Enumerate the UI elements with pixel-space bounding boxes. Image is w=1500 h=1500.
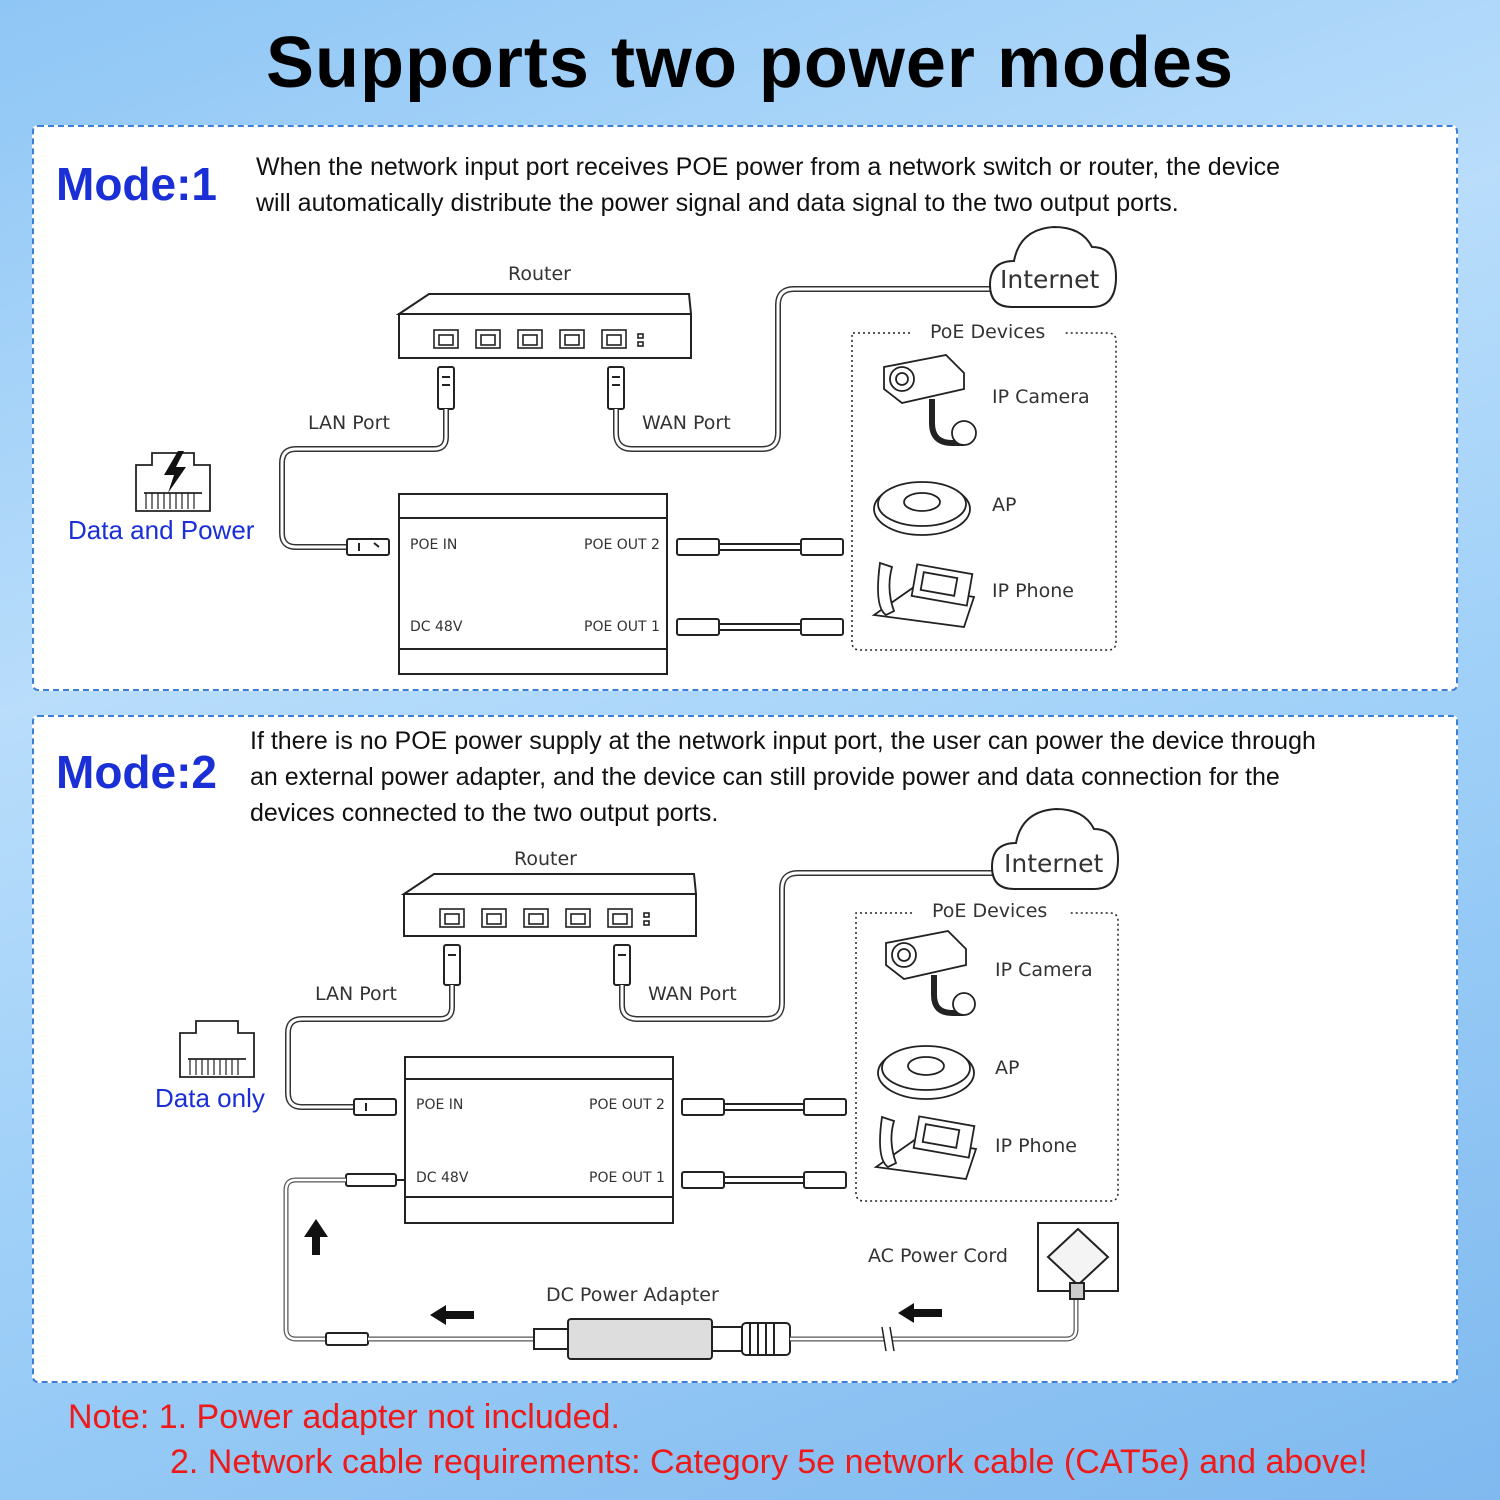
note-line-1: Note: 1. Power adapter not included. [68, 1398, 620, 1436]
internet-label: Internet [1004, 849, 1104, 878]
mode1-heading: Mode:1 [56, 158, 217, 210]
mode1-panel: Mode:1 When the network input port recei… [32, 125, 1458, 691]
lan-port-label: LAN Port [315, 983, 397, 1005]
mode1-description: When the network input port receives POE… [256, 149, 1280, 221]
ip-camera-icon [885, 930, 976, 1016]
poe-in-label: POE IN [416, 1097, 464, 1113]
ip-camera-icon [883, 354, 977, 446]
wan-port-label: WAN Port [642, 412, 731, 434]
poe-out-2-label: POE OUT 2 [584, 537, 660, 553]
ap-label: AP [995, 1057, 1020, 1079]
mode1-description-line: will automatically distribute the power … [256, 189, 1179, 217]
poe-devices-label: PoE Devices [926, 900, 1054, 922]
wan-port-label: WAN Port [648, 983, 737, 1005]
router-icon [400, 873, 698, 937]
cloud-icon [990, 807, 1120, 890]
wan-plug-icon [613, 944, 631, 986]
wan-plug-icon [607, 366, 625, 410]
mode2-heading: Mode:2 [56, 746, 217, 798]
poe-out-1-label: POE OUT 1 [584, 619, 660, 635]
data-and-power-label: Data and Power [68, 515, 255, 545]
poe-out1-cable [676, 618, 844, 636]
dc-48v-label: DC 48V [410, 619, 463, 635]
ip-phone-label: IP Phone [995, 1135, 1077, 1157]
note-line-2: 2. Network cable requirements: Category … [170, 1443, 1368, 1481]
mode2-description: If there is no POE power supply at the n… [250, 723, 1316, 831]
poe-out-1-label: POE OUT 1 [589, 1170, 665, 1186]
mode2-description-line: an external power adapter, and the devic… [250, 763, 1280, 791]
data-only-label: Data only [155, 1083, 265, 1113]
dc-plug-icon [345, 1173, 405, 1187]
router-label: Router [514, 848, 577, 870]
ethernet-power-icon [135, 451, 211, 512]
dc-48v-label: DC 48V [416, 1170, 469, 1186]
arrow-icon [430, 1305, 474, 1325]
dc-plug-icon [325, 1332, 369, 1346]
poe-out2-cable [681, 1098, 847, 1116]
lan-plug-icon [437, 366, 455, 410]
arrow-icon [898, 1303, 942, 1323]
access-point-icon [877, 1045, 975, 1100]
access-point-icon [873, 481, 971, 536]
dc-power-adapter-label: DC Power Adapter [546, 1284, 719, 1306]
cloud-icon [988, 225, 1118, 308]
poe-in-connector [353, 1098, 397, 1116]
router-icon [395, 293, 693, 359]
router-label: Router [508, 263, 571, 285]
poe-injector-box [404, 1056, 674, 1224]
ap-label: AP [992, 494, 1017, 516]
mode2-description-line: If there is no POE power supply at the n… [250, 727, 1316, 755]
mode1-description-line: When the network input port receives POE… [256, 153, 1281, 181]
poe-out-2-label: POE OUT 2 [589, 1097, 665, 1113]
mode2-description-line: devices connected to the two output port… [250, 799, 719, 827]
internet-label: Internet [1000, 265, 1100, 294]
page-title: Supports two power modes [265, 23, 1235, 103]
ac-power-cord-label: AC Power Cord [868, 1245, 1008, 1267]
lan-plug-icon [443, 944, 461, 986]
power-adapter-icon [533, 1318, 791, 1360]
wall-outlet-icon [1037, 1222, 1119, 1300]
poe-injector-box [398, 493, 668, 675]
poe-out2-cable [676, 538, 844, 556]
ip-phone-icon [871, 561, 976, 628]
poe-in-label: POE IN [410, 537, 458, 553]
ip-phone-icon [873, 1115, 978, 1180]
ethernet-icon [179, 1020, 255, 1078]
poe-in-connector [346, 538, 390, 556]
ip-phone-label: IP Phone [992, 580, 1074, 602]
poe-devices-label: PoE Devices [924, 321, 1052, 343]
lan-port-label: LAN Port [308, 412, 390, 434]
mode1-diagram [135, 225, 1118, 675]
mode2-diagram [179, 807, 1120, 1360]
ip-camera-label: IP Camera [995, 959, 1093, 981]
poe-out1-cable [681, 1171, 847, 1189]
mode2-panel: Mode:2 If there is no POE power supply a… [32, 715, 1458, 1383]
ip-camera-label: IP Camera [992, 386, 1090, 408]
arrow-icon [304, 1219, 328, 1255]
